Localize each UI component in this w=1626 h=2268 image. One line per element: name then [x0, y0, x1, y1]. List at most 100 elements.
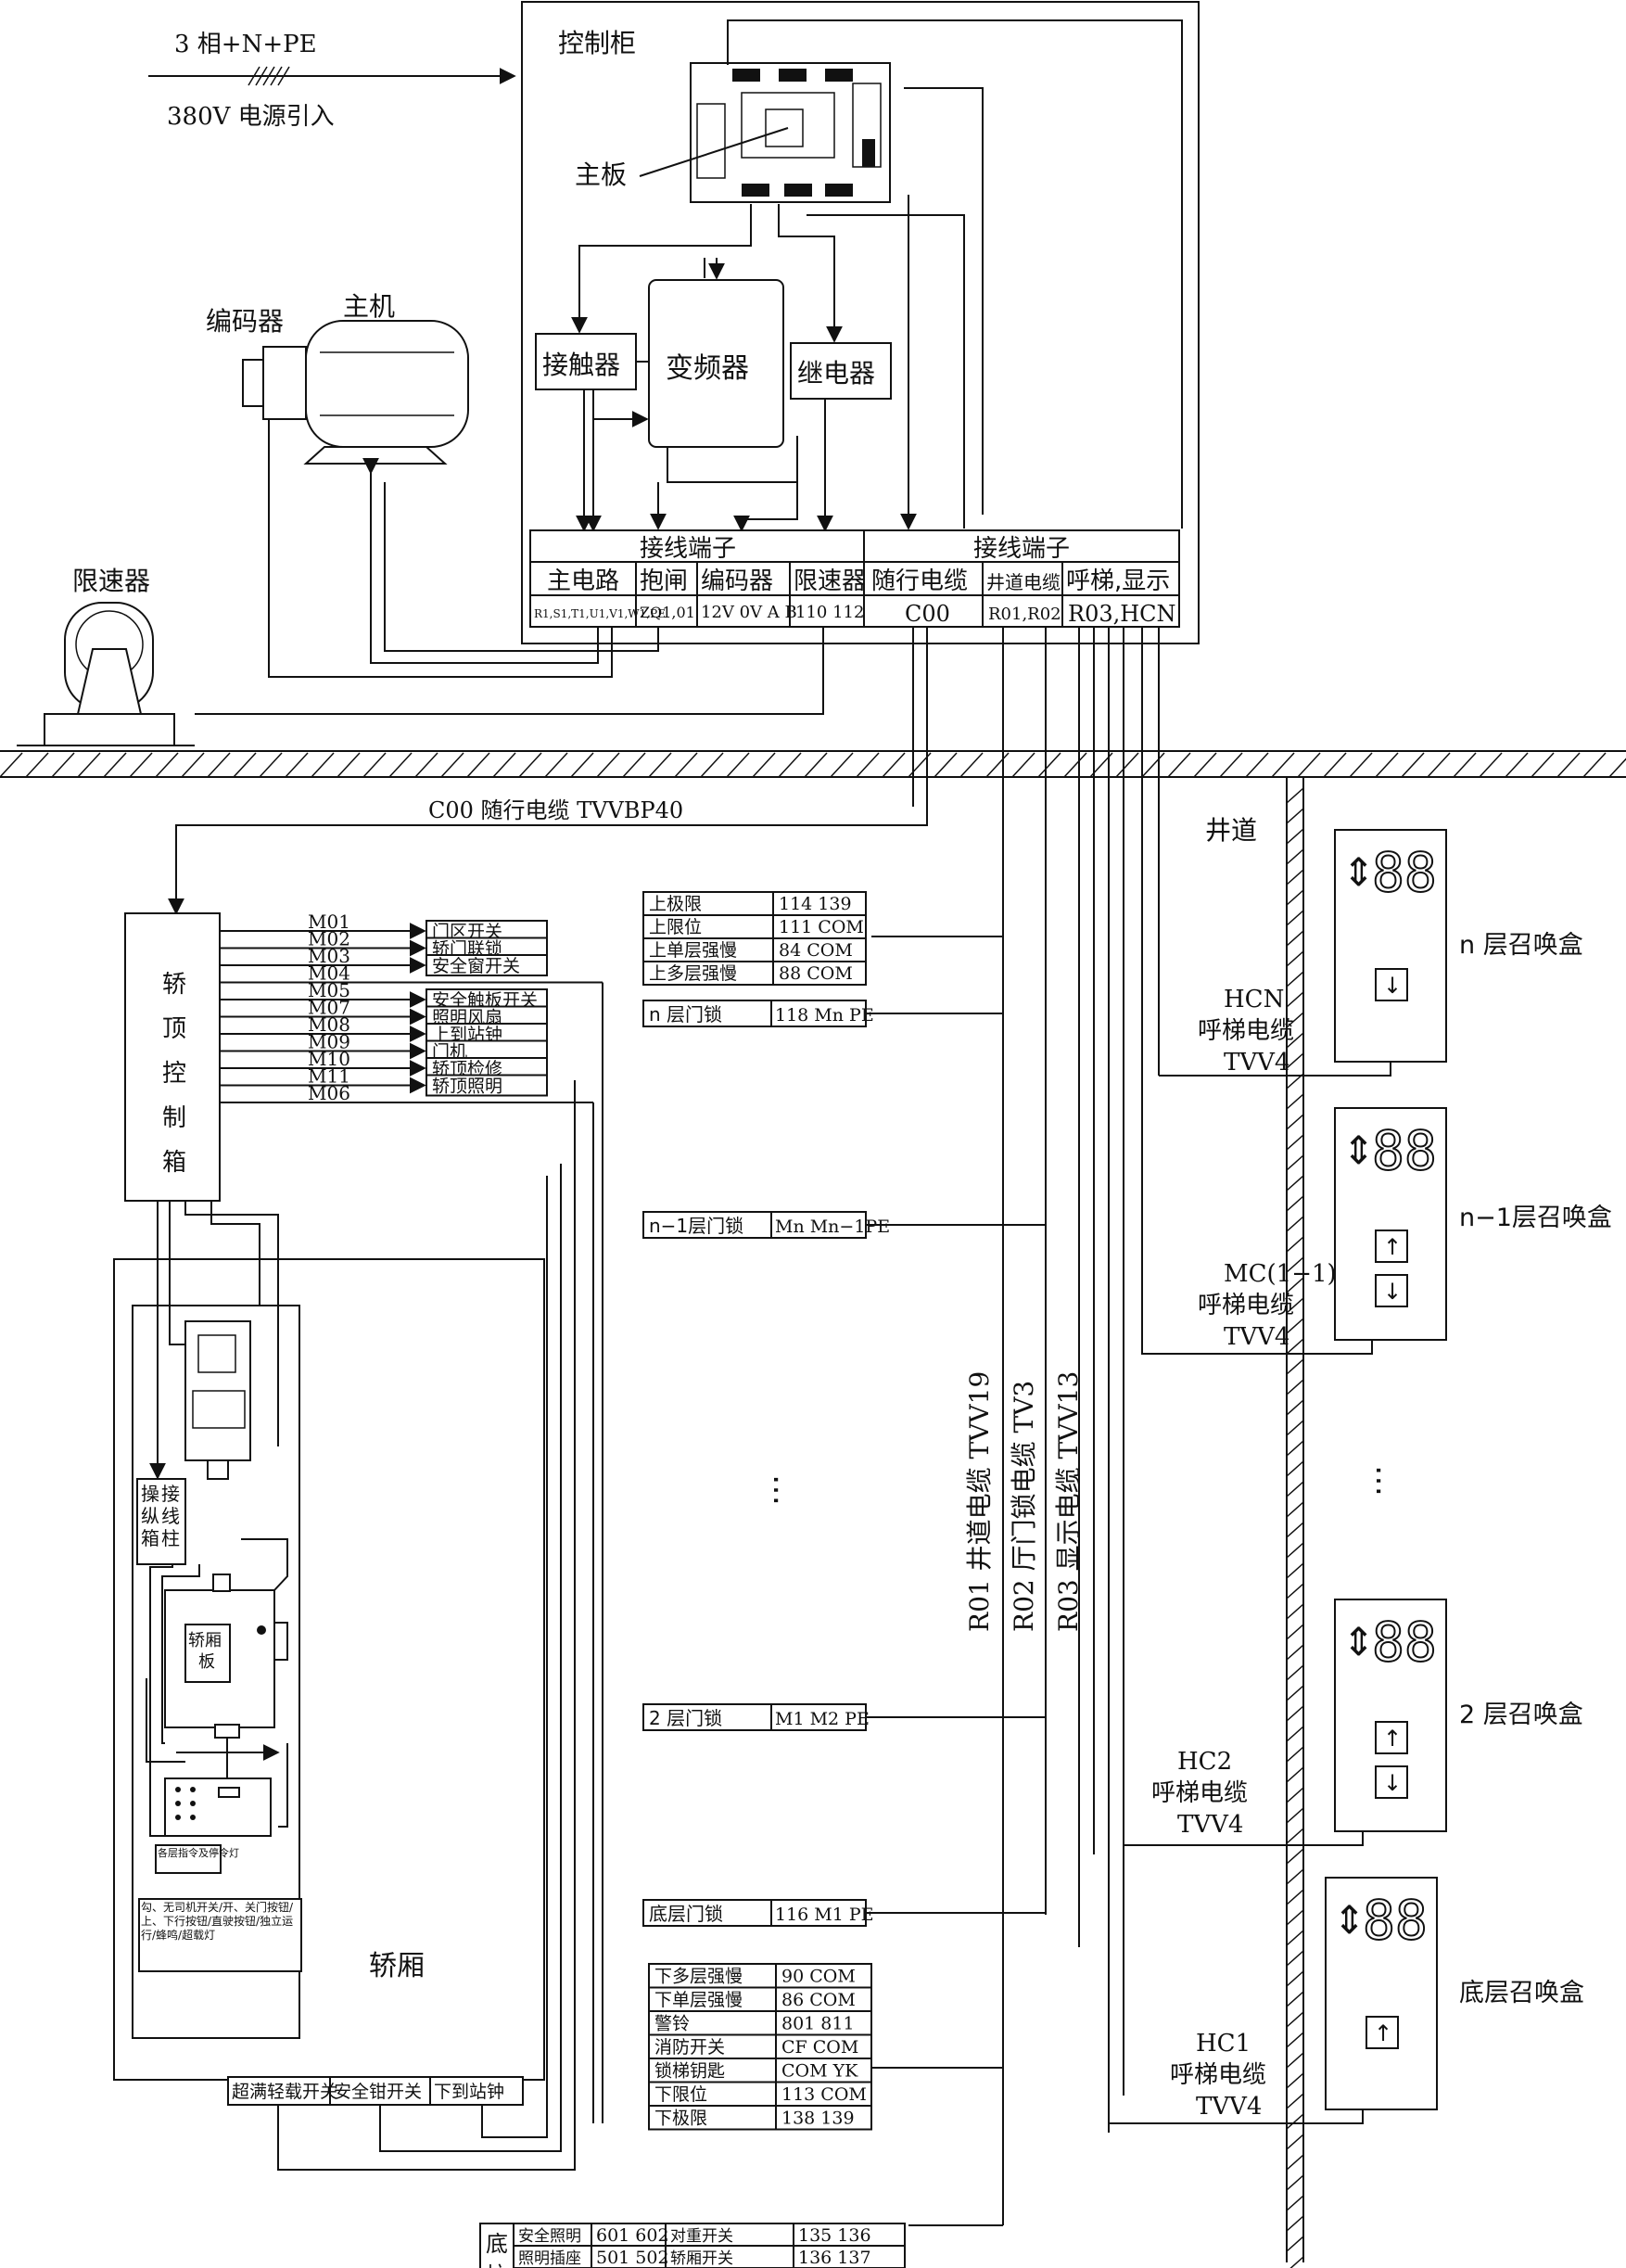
left-header-0: 主电路	[547, 567, 619, 595]
call-cable-0-0: HCN	[1224, 986, 1284, 1013]
bottom-limit-1-0: 下单层强慢	[654, 1990, 743, 2010]
call-cable-1-2: TVV4	[1224, 1323, 1289, 1351]
top-limit-2-1: 84 COM	[779, 940, 853, 961]
shaft-label: 井道	[1205, 815, 1257, 846]
mainboard-label: 主板	[575, 159, 627, 190]
floor-display-3: 88	[1363, 1889, 1428, 1952]
travel-cable-label: C00 随行电缆 TVVBP40	[428, 797, 683, 823]
device-8: 轿顶照明	[432, 1077, 502, 1097]
bottom-limit-2-0: 警铃	[654, 2014, 690, 2034]
signal-m06: M06	[308, 1082, 350, 1104]
terminal-left-title: 接线端子	[640, 535, 736, 563]
bottom-limit-6-1: 138 139	[781, 2109, 855, 2129]
door-lock-name-3: 底层门锁	[649, 1903, 723, 1925]
down-arrow-icon[interactable]: ↓	[1383, 1279, 1402, 1305]
operating-panel	[136, 1478, 186, 1565]
left-header-3: 限速器	[794, 567, 866, 595]
signal-m02: M02	[308, 928, 350, 950]
motor-label: 主机	[343, 291, 395, 322]
terminal-block-left: 接线端子 主电路 抱闸 编码器 限速器 R1,S1,T1,U1,V1,W1,PE…	[529, 529, 866, 628]
door-lock-terms-3: 116 M1 PE	[775, 1905, 874, 1925]
floor-display-0: 88	[1372, 841, 1437, 904]
ellipsis-right: …	[1368, 1465, 1405, 1497]
signal-m08: M08	[308, 1013, 350, 1036]
floor-cmd-label: 各层指令及停令灯	[158, 1846, 239, 1859]
cabinet-title: 控制柜	[558, 28, 636, 58]
signal-m03: M03	[308, 945, 350, 967]
up-arrow-icon[interactable]: ↑	[1383, 1726, 1402, 1752]
bottom-limit-3-1: CF COM	[781, 2037, 858, 2058]
down-arrow-icon[interactable]: ↓	[1383, 1770, 1402, 1796]
call-cable-3-1: 呼梯电缆	[1170, 2061, 1266, 2089]
call-box-label-1: n−1层召唤盒	[1459, 1204, 1612, 1232]
bottom-limit-5-1: 113 COM	[781, 2084, 867, 2105]
floor-indicator-0: ⇕	[1342, 849, 1375, 895]
relay-box	[790, 342, 892, 400]
pit-cell-1-1: 501 502	[596, 2248, 669, 2268]
pit-label-1: 坑	[486, 2262, 508, 2268]
ellipsis-left: …	[766, 1474, 803, 1506]
door-lock-terms-1: Mn Mn−1PE	[775, 1217, 890, 1237]
signal-m05: M05	[308, 979, 350, 1001]
inverter-label: 变频器	[666, 352, 749, 385]
top-limit-2-0: 上单层强慢	[649, 940, 737, 961]
signal-m01: M01	[308, 911, 350, 933]
right-value-1: R01,R02	[988, 605, 1061, 624]
elevator-car: 轿厢 操纵箱接线柱 轿厢板 各层指令及停令灯 勾、无司机开关/开、关门按钮/上、…	[113, 1080, 576, 2171]
speed-governor: 限速器	[17, 566, 824, 746]
bottom-limit-4-0: 锁梯钥匙	[654, 2061, 725, 2082]
bottom-limit-6-0: 下极限	[654, 2109, 707, 2129]
power-phase-label: 3 相+N+PE	[174, 31, 317, 58]
pit-cell-0-0: 安全照明	[518, 2227, 581, 2246]
signal-m07: M07	[308, 997, 350, 1019]
door-lock-terms-0: 118 Mn PE	[775, 1005, 874, 1026]
vertical-cables: R01 井道电缆 TVV19 R02 厅门锁电缆 TV3 R03 显示电缆 TV…	[766, 627, 1405, 2225]
relay-label: 继电器	[797, 358, 875, 389]
right-header-1: 井道电缆	[986, 571, 1061, 593]
left-header-1: 抱闸	[640, 567, 688, 595]
call-box-2: ⇕88↑↓	[1334, 1599, 1447, 1832]
call-box-label-3: 底层召唤盒	[1459, 1979, 1584, 2007]
right-value-2: R03,HCN	[1068, 601, 1176, 627]
top-limit-3-0: 上多层强慢	[649, 963, 737, 984]
car-top-box-label: 轿顶控制箱	[162, 971, 186, 1177]
call-cable-3-0: HC1	[1196, 2030, 1251, 2058]
pit-cell-0-3: 135 136	[798, 2225, 871, 2246]
top-limit-0-1: 114 139	[779, 894, 852, 914]
signal-m11: M11	[308, 1065, 350, 1088]
floor-display-1: 88	[1372, 1119, 1437, 1182]
down-arrow-icon[interactable]: ↓	[1383, 973, 1402, 999]
bottom-limit-2-1: 801 811	[781, 2014, 855, 2034]
floor-indicator-2: ⇕	[1342, 1619, 1375, 1664]
pit-cell-1-0: 照明插座	[518, 2249, 581, 2268]
top-limit-1-0: 上限位	[649, 917, 702, 937]
pit-cell-0-2: 对重开关	[670, 2227, 733, 2246]
power-source-label: 380V 电源引入	[167, 103, 335, 131]
governor-label: 限速器	[72, 566, 150, 596]
bottom-limit-1-1: 86 COM	[781, 1990, 856, 2010]
bottom-switch-2: 下到站钟	[434, 2082, 504, 2102]
up-arrow-icon[interactable]: ↑	[1383, 1234, 1402, 1260]
contactor-label: 接触器	[542, 350, 620, 380]
call-box-0: ⇕88 ↓	[1334, 829, 1447, 1063]
pit-cell-0-1: 601 602	[596, 2225, 669, 2246]
device-2: 安全窗开关	[432, 956, 520, 976]
right-value-0: C00	[905, 601, 950, 627]
left-value-0: R1,S1,T1,U1,V1,W1,PE	[534, 607, 666, 620]
call-cable-0-2: TVV4	[1224, 1049, 1289, 1077]
door-lock-terms-2: M1 M2 PE	[775, 1709, 870, 1729]
panel-note: 勾、无司机开关/开、关门按钮/上、下行按钮/直驶按钮/独立运行/蜂鸣/超载灯	[141, 1901, 294, 1942]
up-arrow-icon[interactable]: ↑	[1374, 2020, 1392, 2046]
inverter-box	[648, 279, 784, 448]
signal-m10: M10	[308, 1048, 350, 1070]
call-cable-1-0: MC(1−1)	[1224, 1260, 1337, 1288]
bottom-limit-4-1: COM YK	[781, 2061, 858, 2082]
bottom-limit-0-1: 90 COM	[781, 1967, 856, 1987]
right-header-0: 随行电缆	[871, 567, 968, 595]
call-box-label-2: 2 层召唤盒	[1459, 1701, 1583, 1729]
pit-label-0: 底	[486, 2231, 508, 2257]
call-cable-2-0: HC2	[1177, 1748, 1232, 1776]
top-limit-3-1: 88 COM	[779, 963, 853, 984]
